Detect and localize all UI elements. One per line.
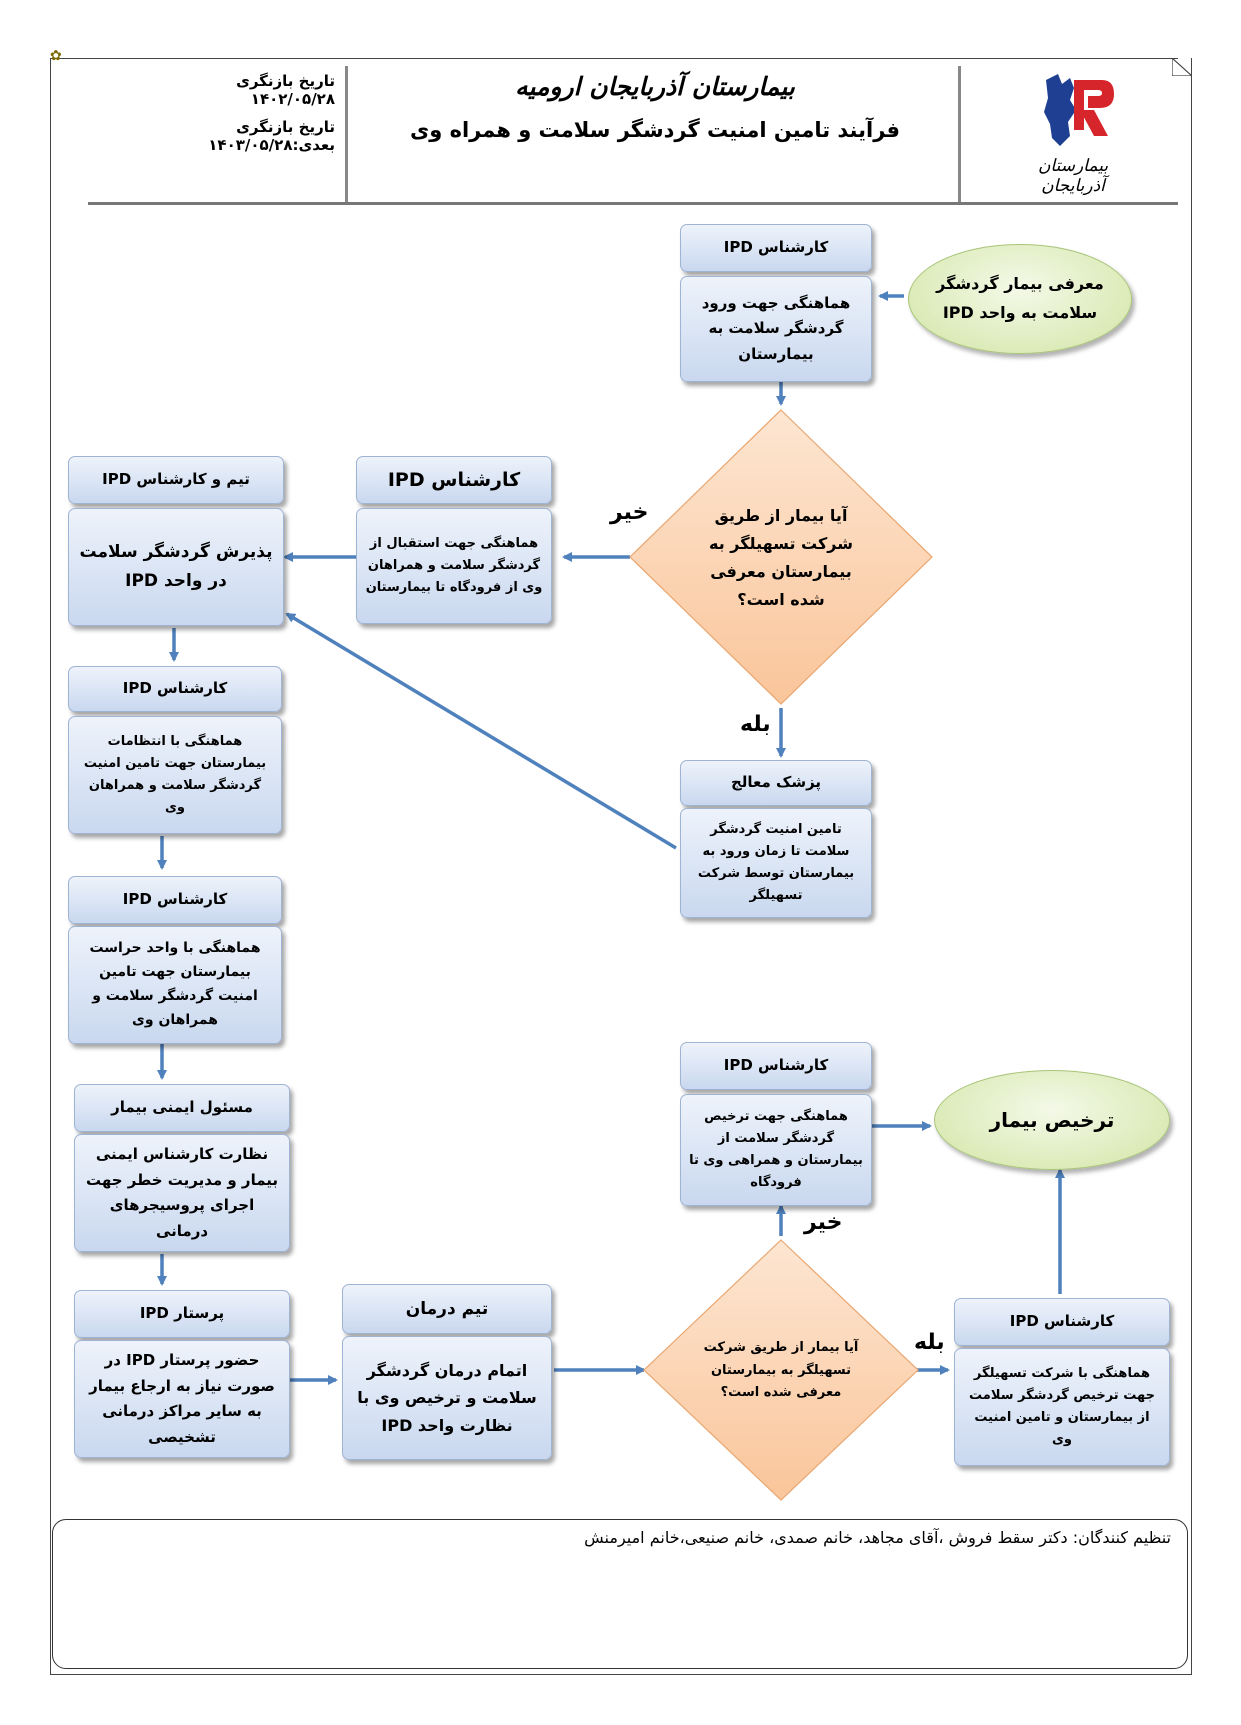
next-revision-date: تاریخ بازنگری بعدی:۱۴۰۳/۰۵/۲۸ (113, 118, 335, 154)
pin-icon: ✿ (50, 48, 62, 64)
n7-header: مسئول ایمنی بیمار (74, 1084, 290, 1132)
n2-body: هماهنگی جهت استقبال از گردشگر سلامت و هم… (356, 508, 552, 624)
header-divider-left (345, 66, 348, 202)
arrow-n4-to-n3 (285, 612, 677, 850)
header-divider-right (958, 66, 961, 202)
n4-header: پزشک معالج (680, 760, 872, 806)
n6-header: کارشناس IPD (68, 876, 282, 924)
hospital-logo-icon (1044, 74, 1114, 146)
prepared-by: تنظیم کنندگان: دکتر سقط فروش ،آقای مجاهد… (584, 1528, 1171, 1547)
page-frame (50, 58, 1192, 1675)
n9-header: تیم درمان (342, 1284, 552, 1334)
footer-box: تنظیم کنندگان: دکتر سقط فروش ،آقای مجاهد… (52, 1519, 1188, 1669)
decision1-yes-label: بله (740, 712, 771, 737)
revision-date-value: ۱۴۰۲/۰۵/۲۸ (250, 90, 335, 108)
decision2-text: آیا بیمار از طریق شرکت تسهیلگر به بیمارس… (703, 1339, 859, 1401)
revision-date: تاریخ بازنگری ۱۴۰۲/۰۵/۲۸ (125, 72, 335, 108)
n5-header: کارشناس IPD (68, 666, 282, 712)
n11-header: کارشناس IPD (954, 1298, 1170, 1346)
next-revision-label: تاریخ بازنگری بعدی: (236, 118, 335, 154)
n8-body: حضور پرستار IPD در صورت نیاز به ارجاع بی… (74, 1340, 290, 1458)
page-fold-corner (1172, 58, 1192, 76)
start-oval-introduce-patient: معرفی بیمار گردشگر سلامت به واحد IPD (908, 244, 1132, 354)
end-oval-discharge: ترخیص بیمار (934, 1070, 1170, 1170)
hospital-name: بیمارستان آذربایجان ارومیه (515, 72, 795, 101)
page-frame-top (50, 58, 1178, 59)
decision2-no-label: خیر (804, 1210, 843, 1235)
header-rule (88, 202, 1178, 205)
n11-body: هماهنگی با شرکت تسهیلگر جهت ترخیص گردشگر… (954, 1348, 1170, 1466)
n3-body: پذیرش گردشگر سلامت در واحد IPD (68, 508, 284, 626)
n4-body: تامین امنیت گردشگر سلامت تا زمان ورود به… (680, 808, 872, 918)
n2-header: کارشناس IPD (356, 456, 552, 504)
n1-header: کارشناس IPD (680, 224, 872, 272)
decision2-yes-label: بله (914, 1330, 945, 1355)
process-title: فرآیند تامین امنیت گردشگر سلامت و همراه … (409, 118, 901, 142)
n1-body: هماهنگی جهت ورود گردشگر سلامت به بیمارست… (680, 276, 872, 382)
decision1-text: آیا بیمار از طریق شرکت تسهیلگر به بیمارس… (709, 506, 853, 609)
decision1-no-label: خیر (610, 500, 649, 525)
next-revision-value: ۱۴۰۳/۰۵/۲۸ (208, 136, 293, 154)
revision-date-label: تاریخ بازنگری (236, 72, 335, 90)
n9-body: اتمام درمان گردشگر سلامت و ترخیص وی با ن… (342, 1336, 552, 1460)
n10-body: هماهنگی جهت ترخیص گردشگر سلامت از بیمارس… (680, 1094, 872, 1206)
n3-header: تیم و کارشناس IPD (68, 456, 284, 504)
n10-header: کارشناس IPD (680, 1042, 872, 1090)
n5-body: هماهنگی با انتظامات بیمارستان جهت تامین … (68, 716, 282, 834)
n7-body: نظارت کارشناس ایمنی بیمار و مدیریت خطر ج… (74, 1134, 290, 1252)
n8-header: پرستار IPD (74, 1290, 290, 1338)
decision1-diamond (629, 409, 933, 705)
n6-body: هماهنگی با واحد حراست بیمارستان جهت تامی… (68, 926, 282, 1044)
logo-text: بیمارستان آذربایجان (1037, 156, 1109, 196)
decision2-diamond (643, 1239, 919, 1501)
